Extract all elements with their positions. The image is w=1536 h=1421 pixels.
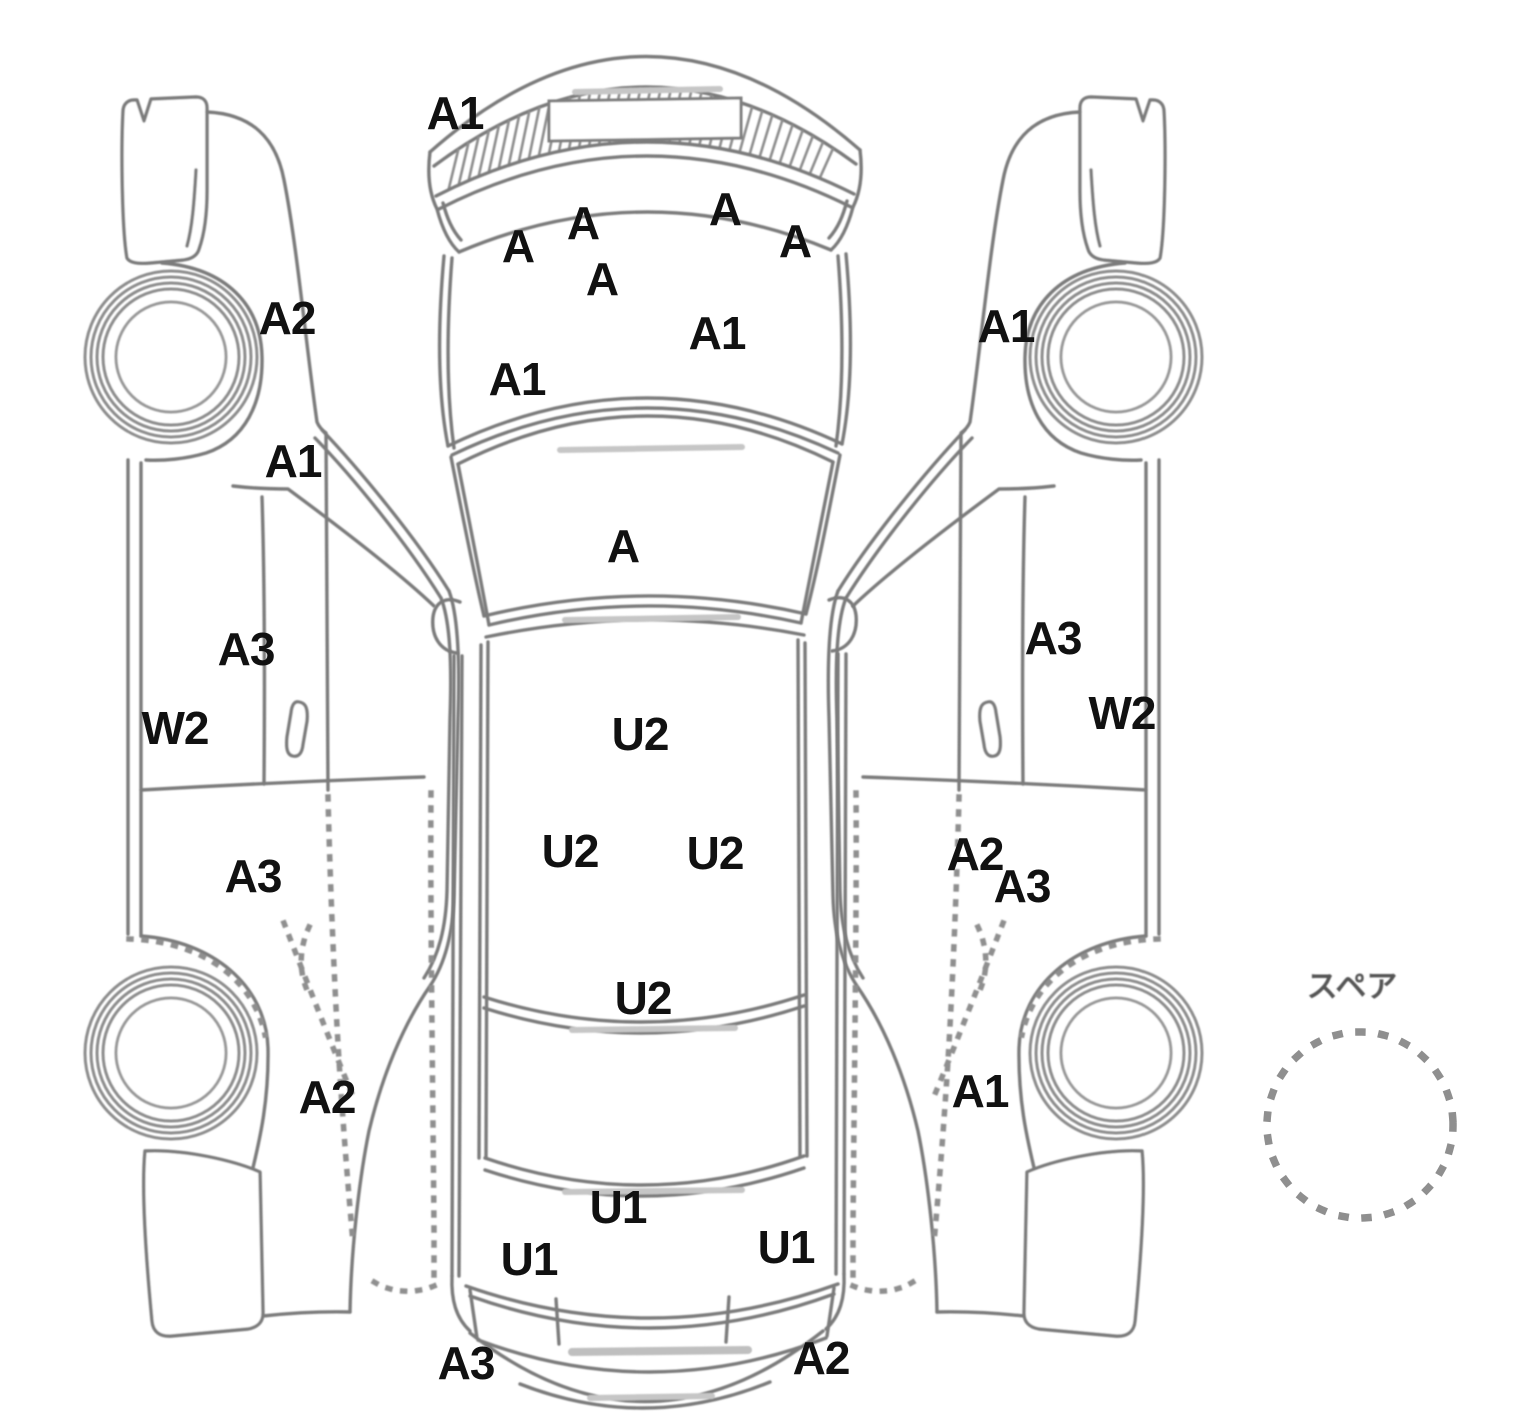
- damage-label-a: A: [586, 253, 618, 305]
- license-plate: [547, 96, 743, 143]
- damage-label-a3: A3: [1025, 612, 1082, 664]
- hood-edges: [437, 254, 450, 448]
- roof-rear-edge: [482, 993, 806, 1024]
- rear-bumper-top: [450, 1274, 472, 1333]
- tail-band: [464, 1282, 840, 1320]
- damage-label-a2: A2: [947, 828, 1004, 880]
- damage-label-w2: W2: [1089, 687, 1156, 739]
- windshield: [456, 414, 835, 466]
- damage-label-a3: A3: [218, 623, 275, 675]
- rear-window-edge: [483, 1154, 806, 1187]
- top-view: [427, 54, 863, 1410]
- spare-tire-dotted-circle: [1263, 1028, 1457, 1222]
- damage-label-a1: A1: [952, 1065, 1009, 1117]
- spare-label: スペア: [1307, 969, 1398, 1004]
- left-mirror-icon: [431, 598, 462, 655]
- damage-label-a1: A1: [265, 435, 322, 487]
- damage-label-a2: A2: [299, 1071, 356, 1123]
- damage-label-a3: A3: [994, 860, 1051, 912]
- body-side-edges: [450, 654, 456, 1278]
- damage-label-a: A: [567, 197, 599, 249]
- damage-label-u2: U2: [542, 825, 599, 877]
- damage-label-a3: A3: [225, 850, 282, 902]
- damage-label-a1: A1: [689, 307, 746, 359]
- right-mirror-icon: [827, 596, 858, 653]
- cowl: [446, 396, 844, 448]
- damage-label-a1: A1: [978, 300, 1035, 352]
- damage-label-a1: A1: [489, 353, 546, 405]
- damage-label-u2: U2: [615, 972, 672, 1024]
- damage-label-a: A: [779, 215, 811, 267]
- damage-label-u1: U1: [501, 1233, 558, 1285]
- damage-label-u2: U2: [687, 827, 744, 879]
- damage-label-a: A: [502, 220, 534, 272]
- damage-label-w2: W2: [142, 702, 209, 754]
- damage-label-u1: U1: [590, 1181, 647, 1233]
- damage-label-u1: U1: [758, 1221, 815, 1273]
- damage-label-u2: U2: [612, 708, 669, 760]
- front-bumper-top: [428, 54, 862, 154]
- damage-label-a2: A2: [259, 292, 316, 344]
- roof-side-edges: [477, 643, 483, 1160]
- damage-label-a: A: [709, 183, 741, 235]
- damage-label-a1: A1: [427, 87, 484, 139]
- damage-label-a2: A2: [793, 1332, 850, 1384]
- damage-label-a: A: [607, 520, 639, 572]
- damage-label-a3: A3: [438, 1337, 495, 1389]
- spare-tire: スペア: [1263, 969, 1457, 1222]
